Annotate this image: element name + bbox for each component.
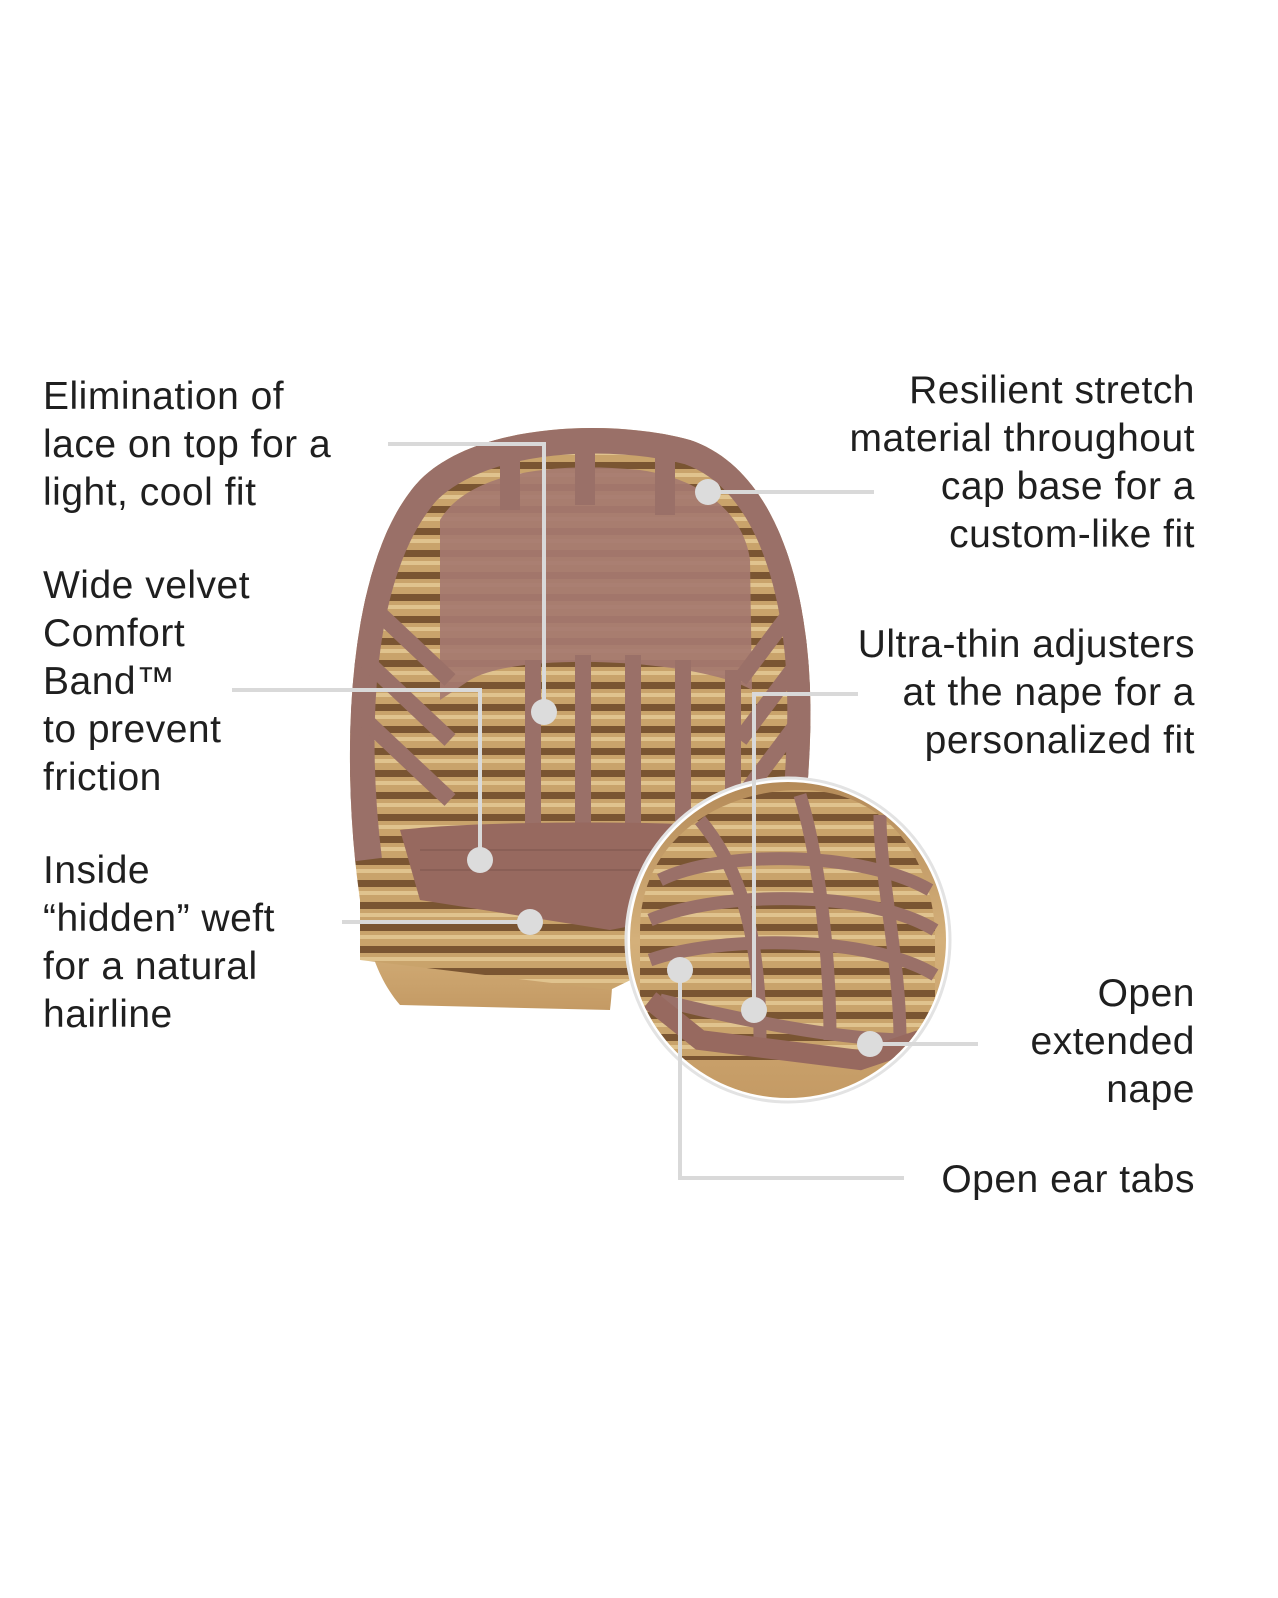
- adjusters-marker: [741, 997, 767, 1023]
- callout-velvet-band: Wide velvet Comfort Band™ to prevent fri…: [43, 564, 251, 799]
- callout-dots: [467, 479, 883, 1057]
- ear-tabs-marker: [667, 957, 693, 983]
- callout-adjusters: Ultra-thin adjusters at the nape for a p…: [857, 623, 1195, 762]
- extended-nape-marker: [857, 1031, 883, 1057]
- callout-lace-top: Elimination of lace on top for a light, …: [43, 375, 332, 514]
- callout-extended-nape: Open extended nape: [1030, 972, 1195, 1111]
- lace-top-marker: [531, 699, 557, 725]
- callout-stretch-material: Resilient stretch material throughout ca…: [849, 369, 1195, 556]
- inset-cap-image: [624, 776, 952, 1104]
- callout-ear-tabs: Open ear tabs: [941, 1158, 1195, 1201]
- hidden-weft-marker: [517, 909, 543, 935]
- velvet-band-marker: [467, 847, 493, 873]
- leader-lines: [232, 442, 978, 1180]
- callout-hidden-weft: Inside “hidden” weft for a natural hairl…: [43, 849, 275, 1036]
- stretch-material-marker: [695, 479, 721, 505]
